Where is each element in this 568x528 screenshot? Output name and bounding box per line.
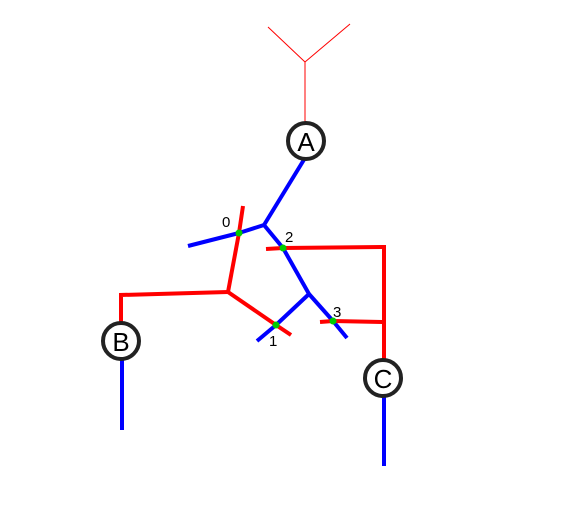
junction-dots (235, 229, 337, 329)
node-b-label: B (112, 327, 129, 357)
node-b: B (101, 321, 141, 361)
red-wires (119, 205, 386, 360)
junction-label-0: 0 (222, 214, 230, 231)
red-corner-to-b (119, 290, 229, 323)
junction-dot-2 (279, 244, 287, 252)
blue-split-to-j1 (274, 292, 311, 327)
junction-label-1: 1 (269, 333, 277, 350)
node-b-ring (101, 321, 141, 361)
node-c-ring (363, 358, 403, 398)
node-c-label: C (374, 364, 393, 394)
fork-left-branch (267, 26, 306, 63)
junction-dot-3 (329, 317, 337, 325)
blue-hub-to-j2 (262, 223, 285, 250)
junction-label-2: 2 (285, 229, 293, 246)
red-j0-to-corner (226, 232, 241, 293)
blue-j3-stub (331, 319, 349, 340)
blue-split-to-j3 (307, 292, 335, 323)
blue-j1-stub (255, 323, 278, 343)
red-j2-to-c (282, 244, 386, 360)
red-j0-stub-top (237, 205, 245, 234)
junction-dot-1 (272, 321, 280, 329)
blue-j0-stub (187, 231, 240, 248)
fork-right-branch (304, 23, 351, 63)
blue-branches (120, 156, 386, 466)
junction-label-3: 3 (333, 304, 341, 321)
blue-j2-to-split (281, 247, 311, 295)
red-j3-to-c (332, 319, 385, 324)
junction-dot-0 (235, 229, 243, 237)
node-a-ring (286, 121, 326, 161)
blue-hub-to-j0 (238, 223, 265, 235)
red-corner-to-j1 (226, 290, 278, 327)
node-a-label: A (297, 127, 315, 157)
node-c: C (363, 358, 403, 398)
blue-a-to-hub (262, 156, 307, 227)
input-fork-a (267, 23, 351, 122)
node-a: A (286, 121, 326, 161)
